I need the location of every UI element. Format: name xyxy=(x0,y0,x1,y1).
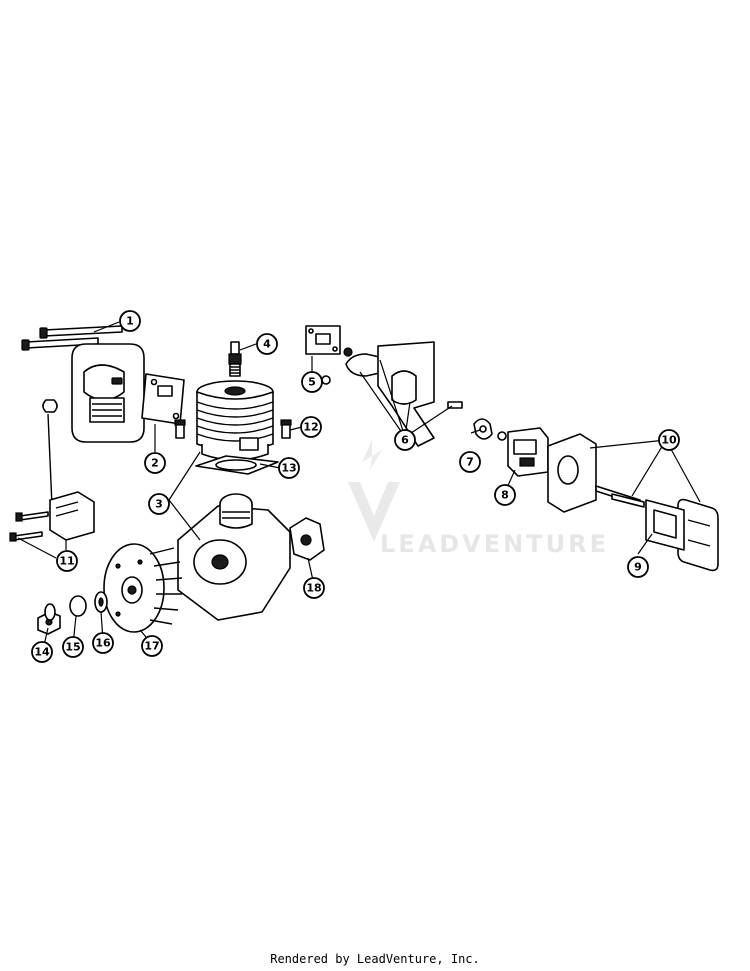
svg-text:18: 18 xyxy=(306,582,321,595)
part-9-filter-element xyxy=(645,499,685,551)
callout-13[interactable]: 13 xyxy=(278,457,300,479)
svg-text:5: 5 xyxy=(308,376,316,389)
svg-text:13: 13 xyxy=(281,462,296,475)
svg-text:1: 1 xyxy=(126,315,134,328)
callout-5[interactable]: 5 xyxy=(301,371,323,393)
svg-text:11: 11 xyxy=(59,555,74,568)
part-1-muffler xyxy=(21,325,145,443)
svg-text:2: 2 xyxy=(151,457,159,470)
svg-text:6: 6 xyxy=(401,434,409,447)
part-10-air-filter xyxy=(547,433,719,572)
callout-7[interactable]: 7 xyxy=(459,451,481,473)
svg-text:17: 17 xyxy=(144,640,159,653)
callout-3[interactable]: 3 xyxy=(148,493,170,515)
part-3-cylinder xyxy=(196,380,274,461)
svg-text:3: 3 xyxy=(155,498,163,511)
callout-1[interactable]: 1 xyxy=(119,310,141,332)
callout-17[interactable]: 17 xyxy=(141,635,163,657)
callout-12[interactable]: 12 xyxy=(300,416,322,438)
svg-text:14: 14 xyxy=(34,646,50,659)
part-3-crankcase xyxy=(177,493,291,621)
part-15-washer xyxy=(44,595,87,621)
callout-6[interactable]: 6 xyxy=(394,429,416,451)
watermark-text: LEADVENTURE xyxy=(380,530,609,558)
svg-text:4: 4 xyxy=(263,338,271,351)
callout-11[interactable]: 11 xyxy=(56,550,78,572)
callout-2[interactable]: 2 xyxy=(144,452,166,474)
part-6-insulator xyxy=(321,341,463,447)
part-17-flywheel xyxy=(103,543,183,633)
part-16-spacer xyxy=(94,591,108,613)
part-4-spark-plug xyxy=(228,341,242,377)
svg-text:10: 10 xyxy=(661,434,677,447)
callout-4[interactable]: 4 xyxy=(256,333,278,355)
svg-text:15: 15 xyxy=(65,641,80,654)
part-7-carb-gasket xyxy=(473,418,493,440)
part-13-base-gasket xyxy=(195,455,279,475)
part-5-gasket xyxy=(305,325,341,355)
callout-10[interactable]: 10 xyxy=(658,429,680,451)
part-12-screws xyxy=(174,419,292,439)
svg-text:9: 9 xyxy=(634,561,642,574)
callout-14[interactable]: 14 xyxy=(31,641,53,663)
callout-9[interactable]: 9 xyxy=(627,556,649,578)
svg-text:16: 16 xyxy=(95,637,111,650)
part-18-recoil xyxy=(289,517,325,561)
watermark: LEADVENTURE xyxy=(348,440,609,558)
callout-8[interactable]: 8 xyxy=(494,484,516,506)
callout-15[interactable]: 15 xyxy=(62,636,84,658)
callout-16[interactable]: 16 xyxy=(92,632,114,654)
svg-text:8: 8 xyxy=(501,489,509,502)
part-8-carburetor xyxy=(497,427,549,477)
svg-text:12: 12 xyxy=(303,421,318,434)
svg-text:7: 7 xyxy=(466,456,474,469)
footer-credit: Rendered by LeadVenture, Inc. xyxy=(270,952,480,966)
callout-18[interactable]: 18 xyxy=(303,577,325,599)
part-11-ignition-coil xyxy=(9,399,95,542)
part-2-gasket xyxy=(141,373,185,425)
